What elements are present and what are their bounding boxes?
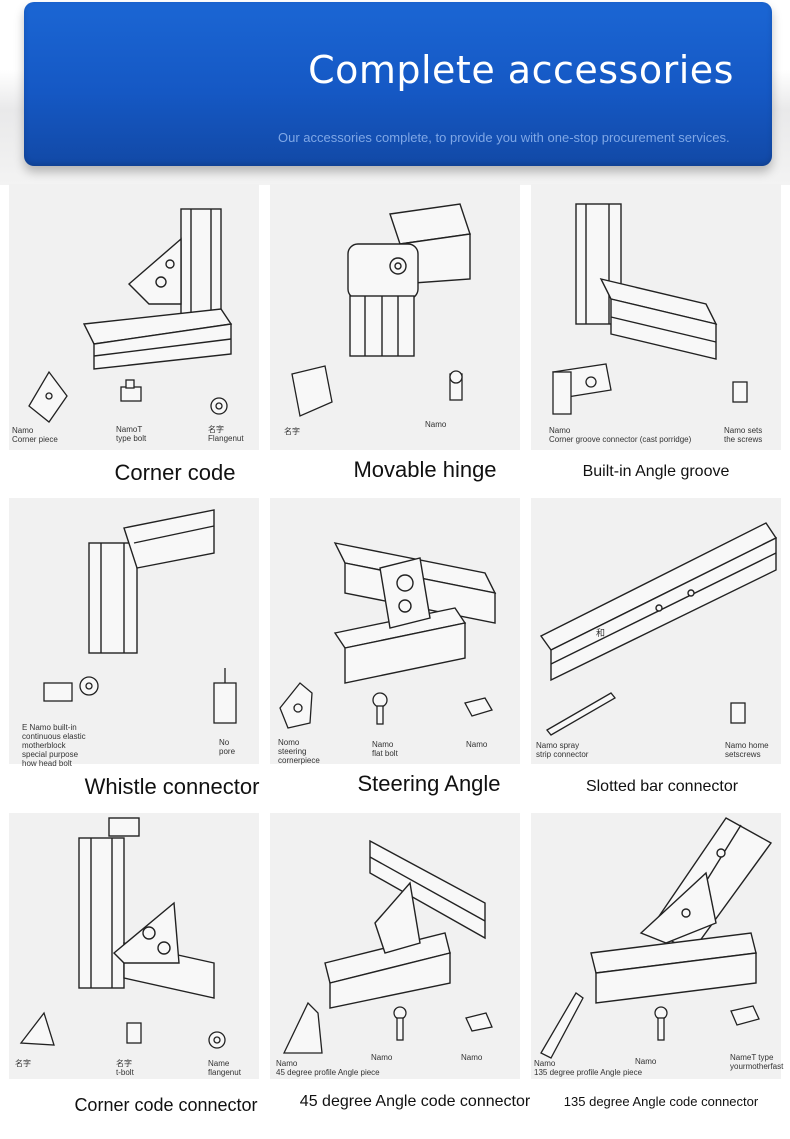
part-label: 名字 t-bolt: [116, 1059, 134, 1077]
part-label: Namo: [635, 1057, 657, 1066]
part-label: 名字 Flangenut: [208, 425, 244, 443]
caption-steering-angle: Steering Angle: [357, 771, 501, 796]
product-image-45-degree-angle-code-connector: Namo 45 degree profile Angle piece Namo …: [270, 813, 520, 1079]
caption-corner-code-connector: Corner code connector: [74, 1095, 258, 1115]
part-label: Namo: [461, 1053, 483, 1062]
movable-hinge-illustration: [291, 203, 471, 417]
part-label: NameT type yourmotherfast: [730, 1053, 784, 1071]
part-label: Namo home setscrews: [725, 741, 769, 759]
slotted-bar-illustration: [539, 522, 778, 736]
whistle-connector-illustration: [43, 509, 237, 724]
part-label: Namo Corner groove connector (cast porri…: [549, 426, 692, 444]
part-label: E Namo built-in continuous elastic mothe…: [22, 723, 86, 768]
part-label: No pore: [219, 738, 236, 756]
product-image-whistle-connector: E Namo built-in continuous elastic mothe…: [9, 498, 259, 768]
corner-code-connector-illustration: [19, 817, 226, 1049]
product-image-slotted-bar-connector: 和 Namo spray strip connector Namo home s…: [531, 498, 781, 764]
part-label: Namo: [425, 420, 447, 429]
part-label: Nomo steering cornerpiece: [278, 738, 320, 765]
header-banner: Complete accessories Our accessories com…: [24, 2, 772, 166]
angle-45-illustration: [282, 839, 493, 1054]
part-label: Namo sets the screws: [724, 426, 763, 444]
product-image-135-degree-angle-code-connector: Namo 135 degree profile Angle piece Namo…: [531, 813, 784, 1079]
product-image-built-in-angle-groove: Namo Corner groove connector (cast porri…: [531, 184, 781, 450]
part-label: Namo: [371, 1053, 393, 1062]
part-label: Namo spray strip connector: [536, 741, 589, 759]
caption-whistle-connector: Whistle connector: [84, 774, 260, 799]
steering-angle-illustration: [279, 542, 497, 729]
angle-135-illustration: [540, 817, 773, 1059]
page-title: Complete accessories: [308, 48, 734, 92]
product-image-movable-hinge: 名字 Namo: [270, 184, 520, 450]
caption-135-degree-angle-code-connector: 135 degree Angle code connector: [563, 1094, 759, 1109]
caption-45-degree-angle-code-connector: 45 degree Angle code connector: [299, 1093, 531, 1110]
caption-movable-hinge: Movable hinge: [353, 457, 497, 482]
part-label: Namo flat bolt: [372, 740, 398, 758]
part-label: Name flangenut: [208, 1059, 241, 1077]
part-label: Namo 45 degree profile Angle piece: [276, 1059, 380, 1077]
part-label: 名字: [284, 427, 300, 436]
part-label: 名字: [15, 1059, 31, 1068]
part-label: 和: [596, 628, 606, 638]
page-subtitle: Our accessories complete, to provide you…: [278, 130, 730, 145]
part-label: NamoT type bolt: [116, 425, 147, 443]
caption-corner-code: Corner code: [114, 460, 236, 485]
product-image-corner-code: Namo Corner piece NamoT type bolt 名字 Fla…: [9, 184, 259, 450]
part-label: Namo 135 degree profile Angle piece: [534, 1059, 643, 1077]
caption-slotted-bar-connector: Slotted bar connector: [585, 778, 739, 795]
part-label: Namo Corner piece: [12, 426, 58, 444]
part-label: Namo: [466, 740, 488, 749]
product-image-steering-angle: Nomo steering cornerpiece Namo flat bolt…: [270, 498, 520, 765]
caption-built-in-angle-groove: Built-in Angle groove: [582, 463, 730, 480]
angle-groove-illustration: [552, 203, 748, 415]
product-image-corner-code-connector: 名字 名字 t-bolt Name flangenut: [9, 813, 259, 1079]
corner-code-illustration: [28, 208, 233, 423]
